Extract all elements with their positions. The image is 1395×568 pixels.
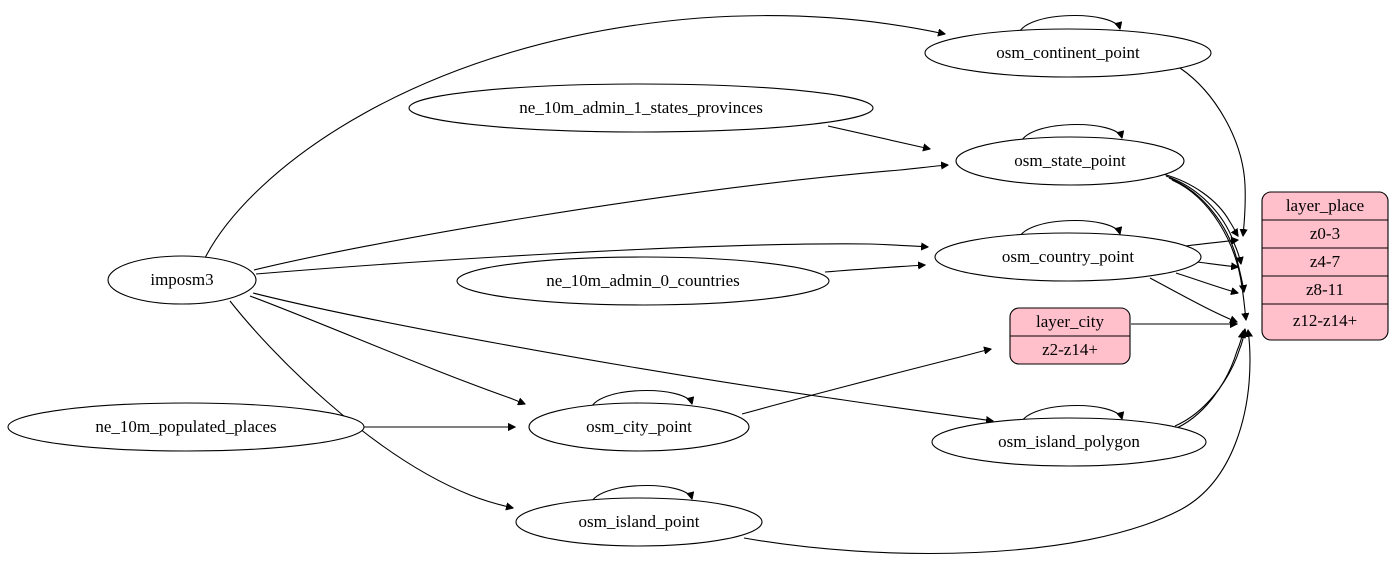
record-node-layer_city[interactable]: layer_city z2-z14+ [1009, 307, 1131, 365]
node-ne_10m_populated_places[interactable]: ne_10m_populated_places [7, 402, 365, 452]
edge-self-loop-osm_city_point [589, 390, 692, 412]
edge-countries-to-osm_country_point [824, 265, 925, 273]
node-osm_island_polygon[interactable]: osm_island_polygon [931, 417, 1207, 467]
edge-osm_state_point-to-layer_place-z8-11 [1168, 177, 1244, 292]
edge-self-loop-osm_continent_point [1017, 15, 1120, 37]
edge-self-loop-osm_island_point [589, 485, 692, 507]
edge-osm_country_point-to-layer_place-z8-11 [1175, 272, 1238, 293]
node-imposm3[interactable]: imposm3 [107, 255, 257, 305]
edge-osm_island_polygon-to-layer_place-z12-z14 [1174, 329, 1245, 427]
node-ne_10m_admin_0_countries[interactable]: ne_10m_admin_0_countries [456, 256, 830, 306]
edge-osm_country_point-to-layer_place-z12-z14 [1149, 277, 1237, 322]
edge-osm_island_point-to-layer_place-z12-z14 [743, 330, 1250, 555]
edges-layer [204, 15, 1250, 555]
edge-imposm3-to-osm_island_polygon [252, 292, 993, 421]
node-osm_state_point[interactable]: osm_state_point [955, 136, 1185, 186]
edge-osm_state_point-to-layer_place-z0-3 [1162, 173, 1238, 236]
edge-osm_island_polygon-to-layer_place-z12-z14-alt [1171, 331, 1243, 431]
edge-osm_continent_point-to-layer_place-z0-3 [1179, 67, 1245, 236]
node-ne_10m_admin_1_states_provinces[interactable]: ne_10m_admin_1_states_provinces [408, 83, 874, 133]
edge-imposm3-to-osm_island_point [229, 300, 513, 508]
edge-states_provinces-to-osm_state_point [827, 125, 930, 149]
record-node-layer_place[interactable]: layer_place z0-3 z4-7 z8-11 z12-z14+ [1261, 191, 1389, 341]
edge-imposm3-to-osm_state_point [253, 165, 948, 271]
node-osm_country_point[interactable]: osm_country_point [934, 232, 1202, 282]
edge-self-loop-osm_country_point [1017, 220, 1120, 242]
edge-self-loop-osm_state_point [1019, 124, 1122, 146]
edge-imposm3-to-osm_country_point [255, 244, 928, 275]
edge-osm_city_point-to-layer_city-z2-z14 [741, 349, 991, 415]
edge-imposm3-to-osm_continent_point [204, 15, 945, 259]
node-osm_continent_point[interactable]: osm_continent_point [924, 28, 1212, 78]
edge-self-loop-osm_island_polygon [1019, 405, 1122, 427]
edge-imposm3-to-osm_city_point [249, 295, 525, 404]
edge-osm_state_point-to-layer_place-z12-z14 [1171, 179, 1246, 320]
nodes-layer: imposm3 ne_10m_admin_1_states_provinces … [7, 28, 1212, 547]
edge-osm_country_point-to-layer_place-z4-7 [1196, 261, 1238, 267]
node-osm_island_point[interactable]: osm_island_point [515, 497, 763, 547]
node-osm_city_point[interactable]: osm_city_point [528, 402, 750, 452]
